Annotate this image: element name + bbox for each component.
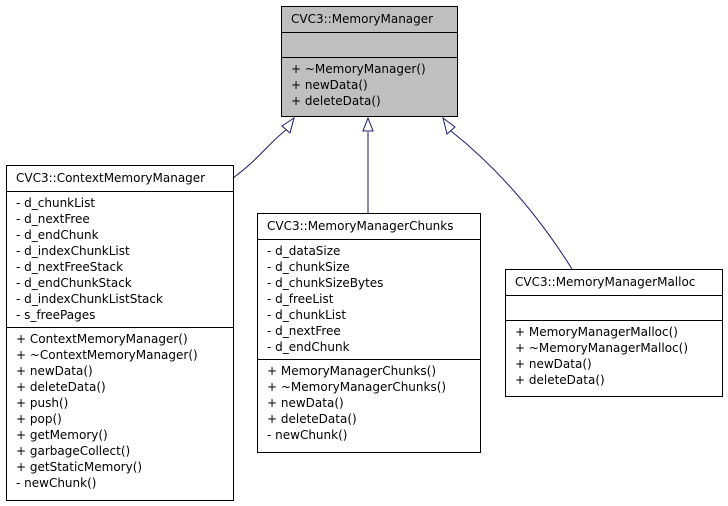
attribute: - d_chunkList <box>267 308 347 322</box>
attributes-section: - d_chunkList - d_nextFree - d_endChunk … <box>7 192 233 328</box>
method: + pop() <box>16 412 62 426</box>
class-memory-manager-chunks: CVC3::MemoryManagerChunks - d_dataSize -… <box>257 213 481 453</box>
edge-malloc-to-base <box>450 130 573 270</box>
attribute: - s_freePages <box>16 308 96 322</box>
class-memory-manager-malloc: CVC3::MemoryManagerMalloc + MemoryManage… <box>505 269 723 397</box>
attribute: - d_chunkSizeBytes <box>267 276 384 290</box>
attributes-section <box>506 296 722 321</box>
attribute: - d_indexChunkListStack <box>16 292 163 306</box>
methods-section: + MemoryManagerChunks() + ~MemoryManager… <box>258 360 480 447</box>
method: + deleteData() <box>16 380 106 394</box>
attributes-section: - d_dataSize - d_chunkSize - d_chunkSize… <box>258 240 480 360</box>
inheritance-arrowhead <box>442 116 456 135</box>
class-name: CVC3::MemoryManagerChunks <box>258 214 480 240</box>
class-name: CVC3::MemoryManager <box>282 7 457 33</box>
attribute: - d_dataSize <box>267 244 341 258</box>
method: + getStaticMemory() <box>16 460 143 474</box>
class-context-memory-manager: CVC3::ContextMemoryManager - d_chunkList… <box>6 165 234 501</box>
class-name: CVC3::MemoryManagerMalloc <box>506 270 722 296</box>
method: + getMemory() <box>16 428 108 442</box>
method: + ~MemoryManager() <box>291 62 426 76</box>
attribute: - d_chunkSize <box>267 260 350 274</box>
method: + deleteData() <box>267 412 357 426</box>
method: + deleteData() <box>291 94 381 108</box>
inheritance-arrowhead <box>281 116 295 134</box>
edge-context-to-base <box>232 129 287 179</box>
attribute: - d_endChunkStack <box>16 276 132 290</box>
method: + deleteData() <box>515 373 605 387</box>
method: + ~ContextMemoryManager() <box>16 348 198 362</box>
attribute: - d_chunkList <box>16 196 96 210</box>
method: + ~MemoryManagerMalloc() <box>515 341 689 355</box>
attribute: - d_endChunk <box>16 228 99 242</box>
method: + MemoryManagerMalloc() <box>515 325 678 339</box>
attribute: - d_nextFree <box>16 212 90 226</box>
method: + newData() <box>515 357 592 371</box>
attribute: - d_endChunk <box>267 340 350 354</box>
method: + push() <box>16 396 69 410</box>
attribute: - d_nextFreeStack <box>16 260 124 274</box>
class-name: CVC3::ContextMemoryManager <box>7 166 233 192</box>
method: - newChunk() <box>16 476 97 490</box>
method: + ContextMemoryManager() <box>16 332 188 346</box>
attributes-section <box>282 33 457 58</box>
attribute: - d_freeList <box>267 292 334 306</box>
methods-section: + ~MemoryManager() + newData() + deleteD… <box>282 58 457 113</box>
class-memory-manager: CVC3::MemoryManager + ~MemoryManager() +… <box>281 6 458 117</box>
method: - newChunk() <box>267 428 348 442</box>
method: + newData() <box>267 396 344 410</box>
method: + MemoryManagerChunks() <box>267 364 437 378</box>
methods-section: + MemoryManagerMalloc() + ~MemoryManager… <box>506 321 722 392</box>
method: + newData() <box>16 364 93 378</box>
method: + newData() <box>291 78 368 92</box>
methods-section: + ContextMemoryManager() + ~ContextMemor… <box>7 328 233 495</box>
inheritance-arrowhead <box>362 116 374 132</box>
attribute: - d_nextFree <box>267 324 341 338</box>
attribute: - d_indexChunkList <box>16 244 130 258</box>
method: + garbageCollect() <box>16 444 131 458</box>
method: + ~MemoryManagerChunks() <box>267 380 447 394</box>
